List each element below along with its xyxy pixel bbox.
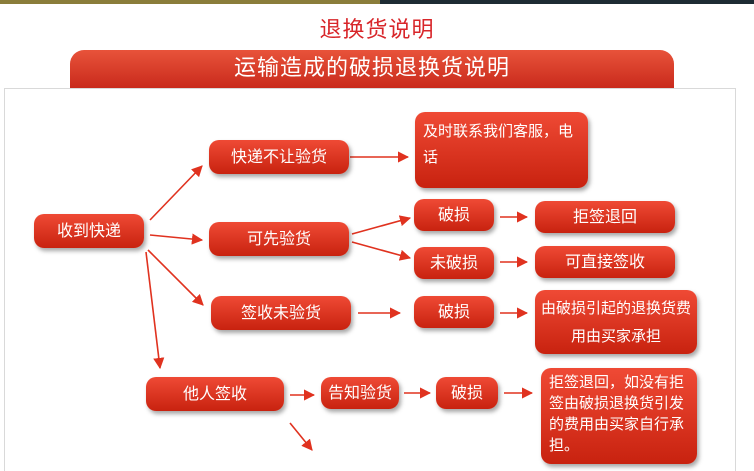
- arrow-can-inspect-to-not-damaged: [351, 241, 412, 261]
- arrow-receive-to-can-inspect: [149, 233, 204, 245]
- page-title: 退换货说明: [319, 18, 435, 43]
- node-other-sign: 他人签收: [146, 377, 284, 411]
- arrow-can-inspect-to-damaged: [351, 215, 412, 235]
- top-rule-right: [380, 0, 754, 4]
- node-damaged-2: 破损: [414, 296, 494, 328]
- arrow-other-sign-down: [289, 422, 313, 451]
- node-reject-note: 拒签退回，如没有拒签由破损退换货引发的费用由买家自行承担。: [541, 368, 697, 464]
- top-rule-left: [0, 0, 380, 4]
- node-damaged-3: 破损: [436, 377, 498, 409]
- arrow-receive-to-no-inspect: [149, 165, 203, 221]
- node-sign-no-inspect: 签收未验货: [211, 296, 351, 330]
- node-not-damaged: 未破损: [414, 247, 494, 279]
- section-banner: 运输造成的破损退换货说明: [70, 50, 674, 88]
- node-no-inspect: 快递不让验货: [209, 140, 349, 174]
- node-buyer-pays: 由破损引起的退换货费用由买家承担: [535, 290, 697, 354]
- node-inform-inspect: 告知验货: [321, 377, 399, 409]
- node-direct-sign: 可直接签收: [535, 246, 675, 278]
- node-damaged-1: 破损: [414, 199, 494, 231]
- node-can-inspect: 可先验货: [209, 222, 349, 256]
- node-reject: 拒签退回: [535, 201, 675, 233]
- arrow-receive-to-other-sign: [145, 251, 165, 370]
- node-contact: 及时联系我们客服，电话: [415, 112, 588, 188]
- node-receive: 收到快递: [34, 214, 144, 248]
- arrow-receive-to-sign-no-inspect: [147, 249, 204, 306]
